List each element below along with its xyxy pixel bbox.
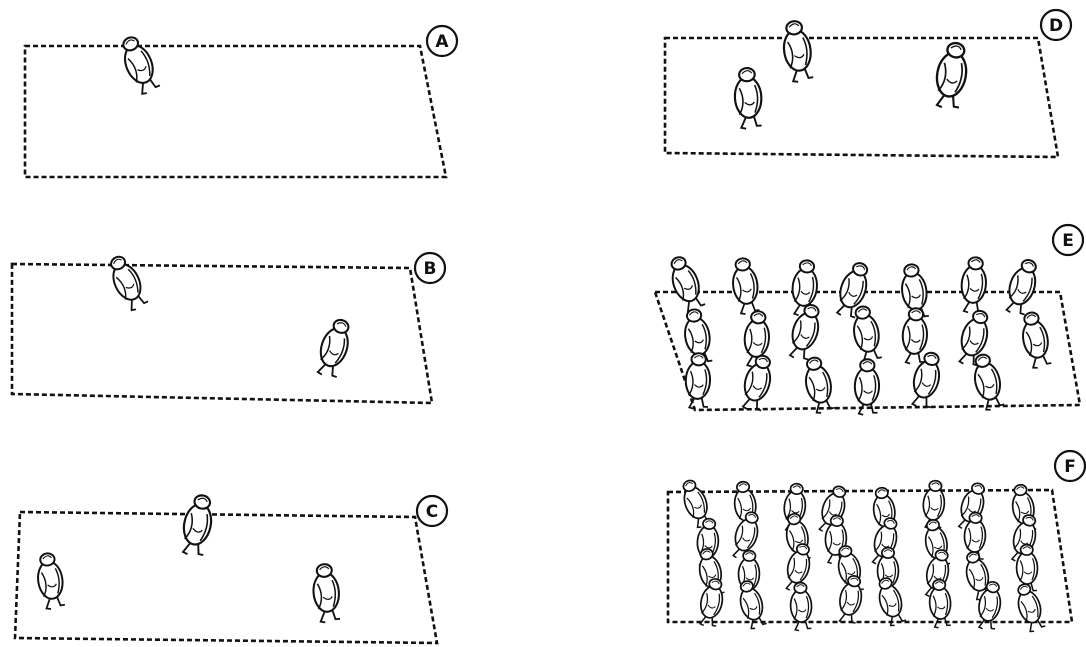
panel-c: C [15,493,447,643]
pedestrian-figure [1002,257,1042,317]
pedestrian-figure [665,254,707,314]
pedestrian-figure [801,355,836,414]
pedestrian-figure [1013,582,1047,634]
pedestrian-figure [35,552,67,610]
panel-b-area-outline [12,264,432,403]
pedestrian-figure [313,316,355,379]
pedestrian-figure [685,353,711,409]
pedestrian-figure [874,576,907,628]
panel-e-people [665,254,1053,415]
pedestrian-figure [785,302,824,362]
pedestrian-figure [780,19,815,83]
panel-e: E [655,225,1083,415]
pedestrian-figure [178,493,216,558]
pedestrian-figure [932,41,972,111]
panel-a: A [25,26,457,177]
pedestrian-figure [311,563,341,623]
panel-f-people [678,477,1047,633]
panel-a-people [117,33,162,96]
pedestrian-figure [908,350,945,410]
pedestrian-figure [959,256,988,313]
panel-f: F [668,451,1085,633]
pedestrian-figure [730,257,761,315]
panel-c-label: C [426,502,438,522]
pedestrian-figure [733,67,763,129]
pedestrian-figure [850,305,883,364]
panel-b-label: B [424,259,437,279]
panel-f-label: F [1064,457,1076,477]
panel-d-area-outline [665,38,1058,157]
panel-a-label: A [435,32,449,52]
pedestrian-figure [105,252,150,313]
pedestrian-figure [1018,310,1052,369]
pedestrian-figure [970,352,1006,412]
panel-c-area-outline [15,512,437,643]
panel-d-label: D [1049,16,1063,36]
panel-f-area-outline [668,490,1072,622]
panel-b-people [105,252,355,379]
pedestrian-figure [117,33,162,96]
panel-e-label: E [1062,231,1074,251]
panel-d-people [733,19,971,129]
panel-b: B [12,252,445,403]
pedestrian-figure [696,577,726,628]
panel-d: D [665,10,1071,157]
pedestrian-figure [836,574,866,625]
panel-a-area-outline [25,46,446,177]
pedestrian-figure [738,353,776,413]
pedestrian-figure [790,582,813,631]
